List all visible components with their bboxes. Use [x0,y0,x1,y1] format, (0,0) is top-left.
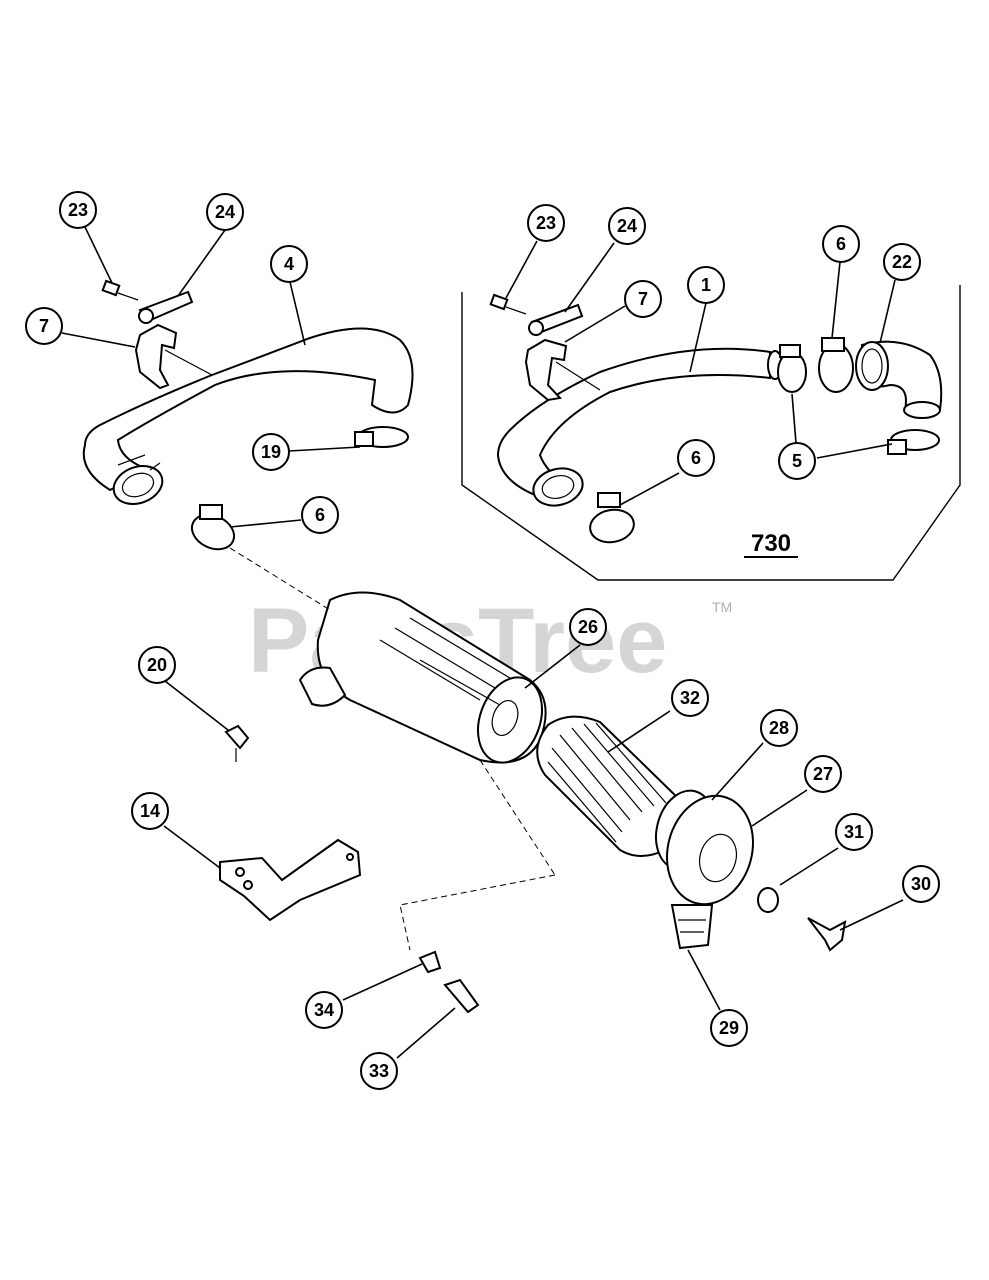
inset-outline [461,285,961,581]
callout-32[interactable]: 32 [671,679,709,717]
bolt-23-inset[interactable] [489,293,527,315]
wing-nut-20[interactable] [224,724,250,762]
spacer-24-inset[interactable] [528,303,584,336]
svg-text:23: 23 [536,213,556,233]
svg-text:5: 5 [792,451,802,471]
bolt-23-left[interactable] [101,279,139,301]
valve-29[interactable] [670,904,714,950]
callout-30[interactable]: 30 [902,865,940,903]
washer-31[interactable] [757,887,779,913]
svg-text:30: 30 [911,874,931,894]
callout-23-inset[interactable]: 23 [527,204,565,242]
leader-lines [61,226,904,1059]
callout-22[interactable]: 22 [883,243,921,281]
clamp-5-lower[interactable] [887,429,940,455]
svg-text:24: 24 [215,202,235,222]
bolt-33[interactable] [443,978,480,1014]
clamp-6-left[interactable] [186,504,239,556]
svg-text:23: 23 [68,200,88,220]
svg-text:24: 24 [617,216,637,236]
model-label-730: 730 [751,530,791,557]
callout-31[interactable]: 31 [835,813,873,851]
callout-26[interactable]: 26 [569,608,607,646]
bolt-34[interactable] [418,950,442,974]
svg-text:20: 20 [147,655,167,675]
assembly-line-2 [399,874,556,951]
callout-1[interactable]: 1 [687,266,725,304]
svg-text:1: 1 [701,275,711,295]
svg-text:19: 19 [261,442,281,462]
callout-4[interactable]: 4 [270,245,308,283]
callout-24-left[interactable]: 24 [206,193,244,231]
intake-tube-4[interactable] [82,327,414,510]
svg-text:6: 6 [691,448,701,468]
svg-text:33: 33 [369,1061,389,1081]
wing-nut-30[interactable] [807,917,847,952]
svg-text:32: 32 [680,688,700,708]
svg-text:26: 26 [578,617,598,637]
svg-text:7: 7 [638,289,648,309]
assembly-line-3 [479,759,556,876]
bracket-7-inset[interactable] [524,338,601,402]
svg-text:29: 29 [719,1018,739,1038]
clamp-19[interactable] [354,426,409,448]
callout-6-inset-lower[interactable]: 6 [677,439,715,477]
callout-20[interactable]: 20 [138,646,176,684]
air-cleaner-housing-26[interactable] [298,591,553,772]
svg-text:14: 14 [140,801,160,821]
callout-14[interactable]: 14 [131,792,169,830]
svg-text:31: 31 [844,822,864,842]
callout-19[interactable]: 19 [252,433,290,471]
svg-text:34: 34 [314,1000,334,1020]
intake-tube-1[interactable] [496,347,783,511]
svg-text:27: 27 [813,764,833,784]
svg-text:7: 7 [39,316,49,336]
svg-text:4: 4 [284,254,294,274]
callout-6-left[interactable]: 6 [301,496,339,534]
callout-29[interactable]: 29 [710,1009,748,1047]
svg-text:22: 22 [892,252,912,272]
callout-7-left[interactable]: 7 [25,307,63,345]
elbow-22[interactable] [855,340,943,419]
clamp-6-inset-lower[interactable] [588,492,637,546]
cover-27[interactable] [655,786,765,914]
callout-34[interactable]: 34 [305,991,343,1029]
clamp-6-inset-upper[interactable] [818,337,854,393]
callout-24-inset[interactable]: 24 [608,207,646,245]
callout-5[interactable]: 5 [778,442,816,480]
callout-23-left[interactable]: 23 [59,191,97,229]
svg-text:28: 28 [769,718,789,738]
callout-6-inset-upper[interactable]: 6 [822,225,860,263]
bracket-7-left[interactable] [134,323,213,390]
callout-33[interactable]: 33 [360,1052,398,1090]
callout-27[interactable]: 27 [804,755,842,793]
callout-28[interactable]: 28 [760,709,798,747]
svg-text:6: 6 [315,505,325,525]
clamp-5-upper[interactable] [777,344,807,393]
trademark-mark: TM [712,599,732,615]
callout-7-inset[interactable]: 7 [624,280,662,318]
svg-text:6: 6 [836,234,846,254]
spacer-24-left[interactable] [138,290,194,324]
bracket-14[interactable] [219,838,362,922]
